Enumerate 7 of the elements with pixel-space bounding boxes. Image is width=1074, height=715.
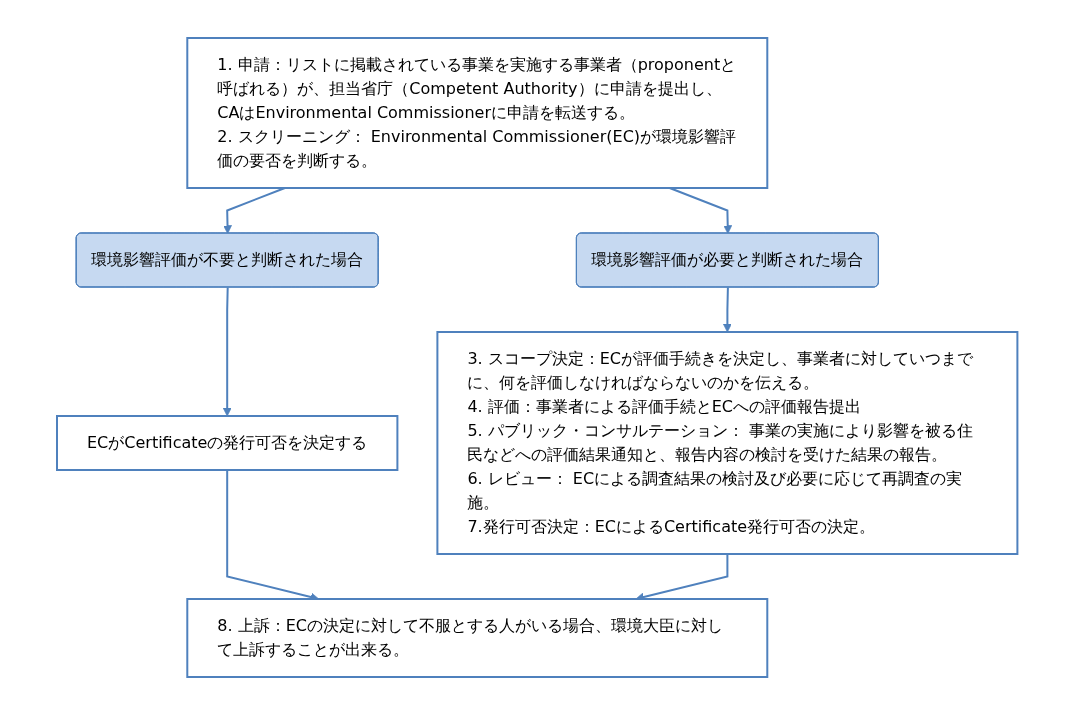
- arrow: [222, 286, 232, 417]
- arrow: [222, 187, 286, 234]
- node-box: ECがCertificateの発行可否を決定する: [55, 415, 399, 471]
- node-box: 3. スコープ決定：ECが評価手続きを決定し、事業者に対していつまでに、何を評価しなければならないのかを伝える。 4. 評価：事業者による評価手続とECへの評価報告提出 5. パブリック・コンサルテーション： 事業の実施により影響を被る住民などへの評価結果通知と、報告内容の検討を受けた結果の報告。 6. レビュー： ECによる調査結果の検討及び必要に応じて再調査の実施。 7.発行可否決定：ECによるCertificate発行可否の決定。: [436, 331, 1019, 555]
- node-box: 8. 上訴：ECの決定に対して不服とする人がいる場合、環境大臣に対して上訴することが出来る。: [186, 598, 769, 678]
- arrow: [722, 286, 732, 333]
- node-box: 1. 申請：リストに掲載されている事業を実施する事業者（proponentと呼ばれる）が、担当省庁（Competent Authority）に申請を提出し、CAはEnvironmental Commissionerに申請を転送する。 2. スクリーニング： Environmental Commissioner(EC)が環境影響評価の要否を判断する。: [186, 37, 769, 189]
